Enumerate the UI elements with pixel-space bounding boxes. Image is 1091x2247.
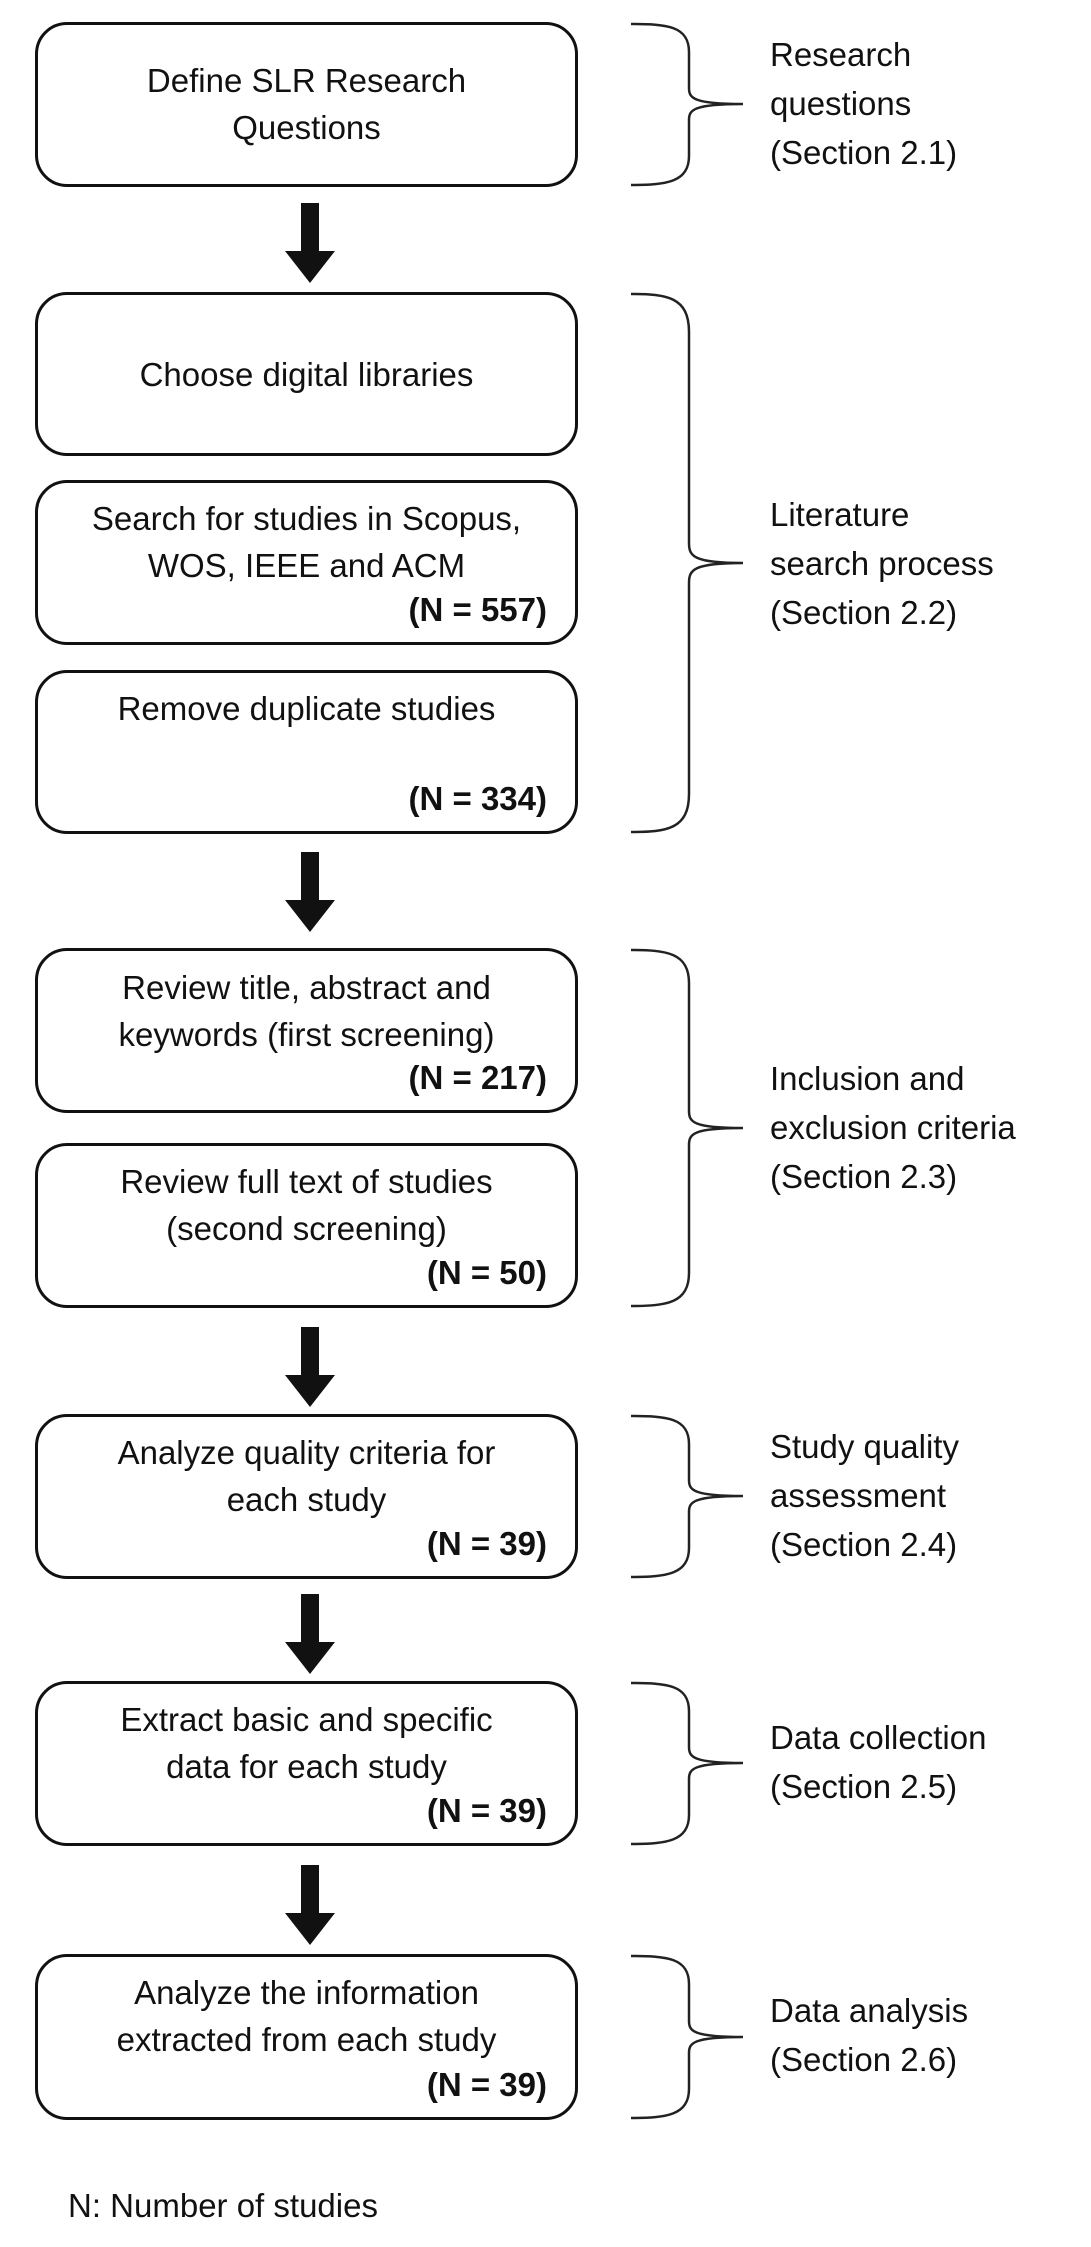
stage-label-line: Data analysis — [770, 1992, 969, 2029]
flow-box-text-line: Extract basic and specific — [120, 1701, 493, 1738]
stage-label-line: Research — [770, 36, 912, 73]
stage-label-quality-assessment: Study quality assessment (Section 2.4) — [770, 1422, 959, 1569]
study-count: (N = 39) — [426, 1792, 547, 1829]
flow-box-analyze-information: Analyze the information extracted from e… — [35, 1954, 578, 2120]
flow-box-text-line: Review full text of studies — [120, 1163, 493, 1200]
curly-brace-icon — [627, 292, 747, 834]
flow-box-extract-data: Extract basic and specific data for each… — [35, 1681, 578, 1846]
stage-label-line: Data collection — [770, 1719, 987, 1756]
stage-label-line: Study quality — [770, 1428, 959, 1465]
study-count: (N = 50) — [426, 1254, 547, 1291]
stage-label-line: (Section 2.3) — [770, 1158, 958, 1195]
stage-label-line: (Section 2.4) — [770, 1526, 958, 1563]
flow-box-second-screening: Review full text of studies (second scre… — [35, 1143, 578, 1308]
stage-label-line: (Section 2.6) — [770, 2041, 958, 2078]
flow-box-text-line: (second screening) — [166, 1210, 447, 1247]
stage-label-line: questions — [770, 85, 912, 122]
flow-box-search-studies: Search for studies in Scopus, WOS, IEEE … — [35, 480, 578, 645]
flow-box-text-line: Remove duplicate studies — [117, 690, 496, 727]
flow-box-text-line: each study — [226, 1481, 387, 1518]
flow-box-text-line: data for each study — [166, 1748, 447, 1785]
flow-box-text-line: Define SLR Research — [146, 62, 467, 99]
flow-box-text-line: Analyze the information — [134, 1974, 479, 2011]
down-arrow-icon — [285, 1594, 335, 1674]
flow-box-text-line: keywords (first screening) — [118, 1016, 495, 1053]
curly-brace-icon — [627, 948, 747, 1308]
stage-label-literature-search: Literature search process (Section 2.2) — [770, 490, 994, 637]
footnote-legend: N: Number of studies — [68, 2187, 378, 2224]
study-count: (N = 557) — [408, 591, 547, 628]
flow-box-text-line: Questions — [232, 109, 381, 146]
curly-brace-icon — [627, 1954, 747, 2120]
down-arrow-icon — [285, 852, 335, 932]
stage-label-data-collection: Data collection (Section 2.5) — [770, 1713, 986, 1811]
study-count: (N = 39) — [426, 1525, 547, 1562]
stage-label-research-questions: Research questions (Section 2.1) — [770, 30, 957, 177]
stage-label-line: (Section 2.1) — [770, 134, 958, 171]
study-count: (N = 334) — [408, 780, 547, 817]
flow-box-text-line: Analyze quality criteria for — [117, 1434, 496, 1471]
flow-box-text-line: Search for studies in Scopus, — [91, 500, 522, 537]
down-arrow-icon — [285, 203, 335, 283]
stage-label-line: Inclusion and — [770, 1060, 965, 1097]
study-count: (N = 39) — [426, 2066, 547, 2103]
curly-brace-icon — [627, 1681, 747, 1846]
stage-label-line: exclusion criteria — [770, 1109, 1016, 1146]
stage-label-inclusion-exclusion: Inclusion and exclusion criteria (Sectio… — [770, 1054, 1016, 1201]
stage-label-line: (Section 2.5) — [770, 1768, 958, 1805]
flow-box-remove-duplicates: Remove duplicate studies (N = 334) — [35, 670, 578, 834]
stage-label-data-analysis: Data analysis (Section 2.6) — [770, 1986, 968, 2084]
stage-label-line: Literature — [770, 496, 910, 533]
flow-box-quality-criteria: Analyze quality criteria for each study … — [35, 1414, 578, 1579]
flow-box-choose-libraries: Choose digital libraries — [35, 292, 578, 456]
flow-box-text-line: extracted from each study — [116, 2021, 497, 2058]
stage-label-line: (Section 2.2) — [770, 594, 958, 631]
flow-box-define-questions: Define SLR Research Questions — [35, 22, 578, 187]
curly-brace-icon — [627, 1414, 747, 1579]
down-arrow-icon — [285, 1865, 335, 1945]
flow-box-text-line: Choose digital libraries — [139, 356, 474, 393]
curly-brace-icon — [627, 22, 747, 187]
study-count: (N = 217) — [408, 1059, 547, 1096]
down-arrow-icon — [285, 1327, 335, 1407]
flow-box-first-screening: Review title, abstract and keywords (fir… — [35, 948, 578, 1113]
flow-box-text-line: Review title, abstract and — [122, 969, 491, 1006]
flow-box-text-line: WOS, IEEE and ACM — [147, 547, 466, 584]
stage-label-line: search process — [770, 545, 994, 582]
stage-label-line: assessment — [770, 1477, 947, 1514]
